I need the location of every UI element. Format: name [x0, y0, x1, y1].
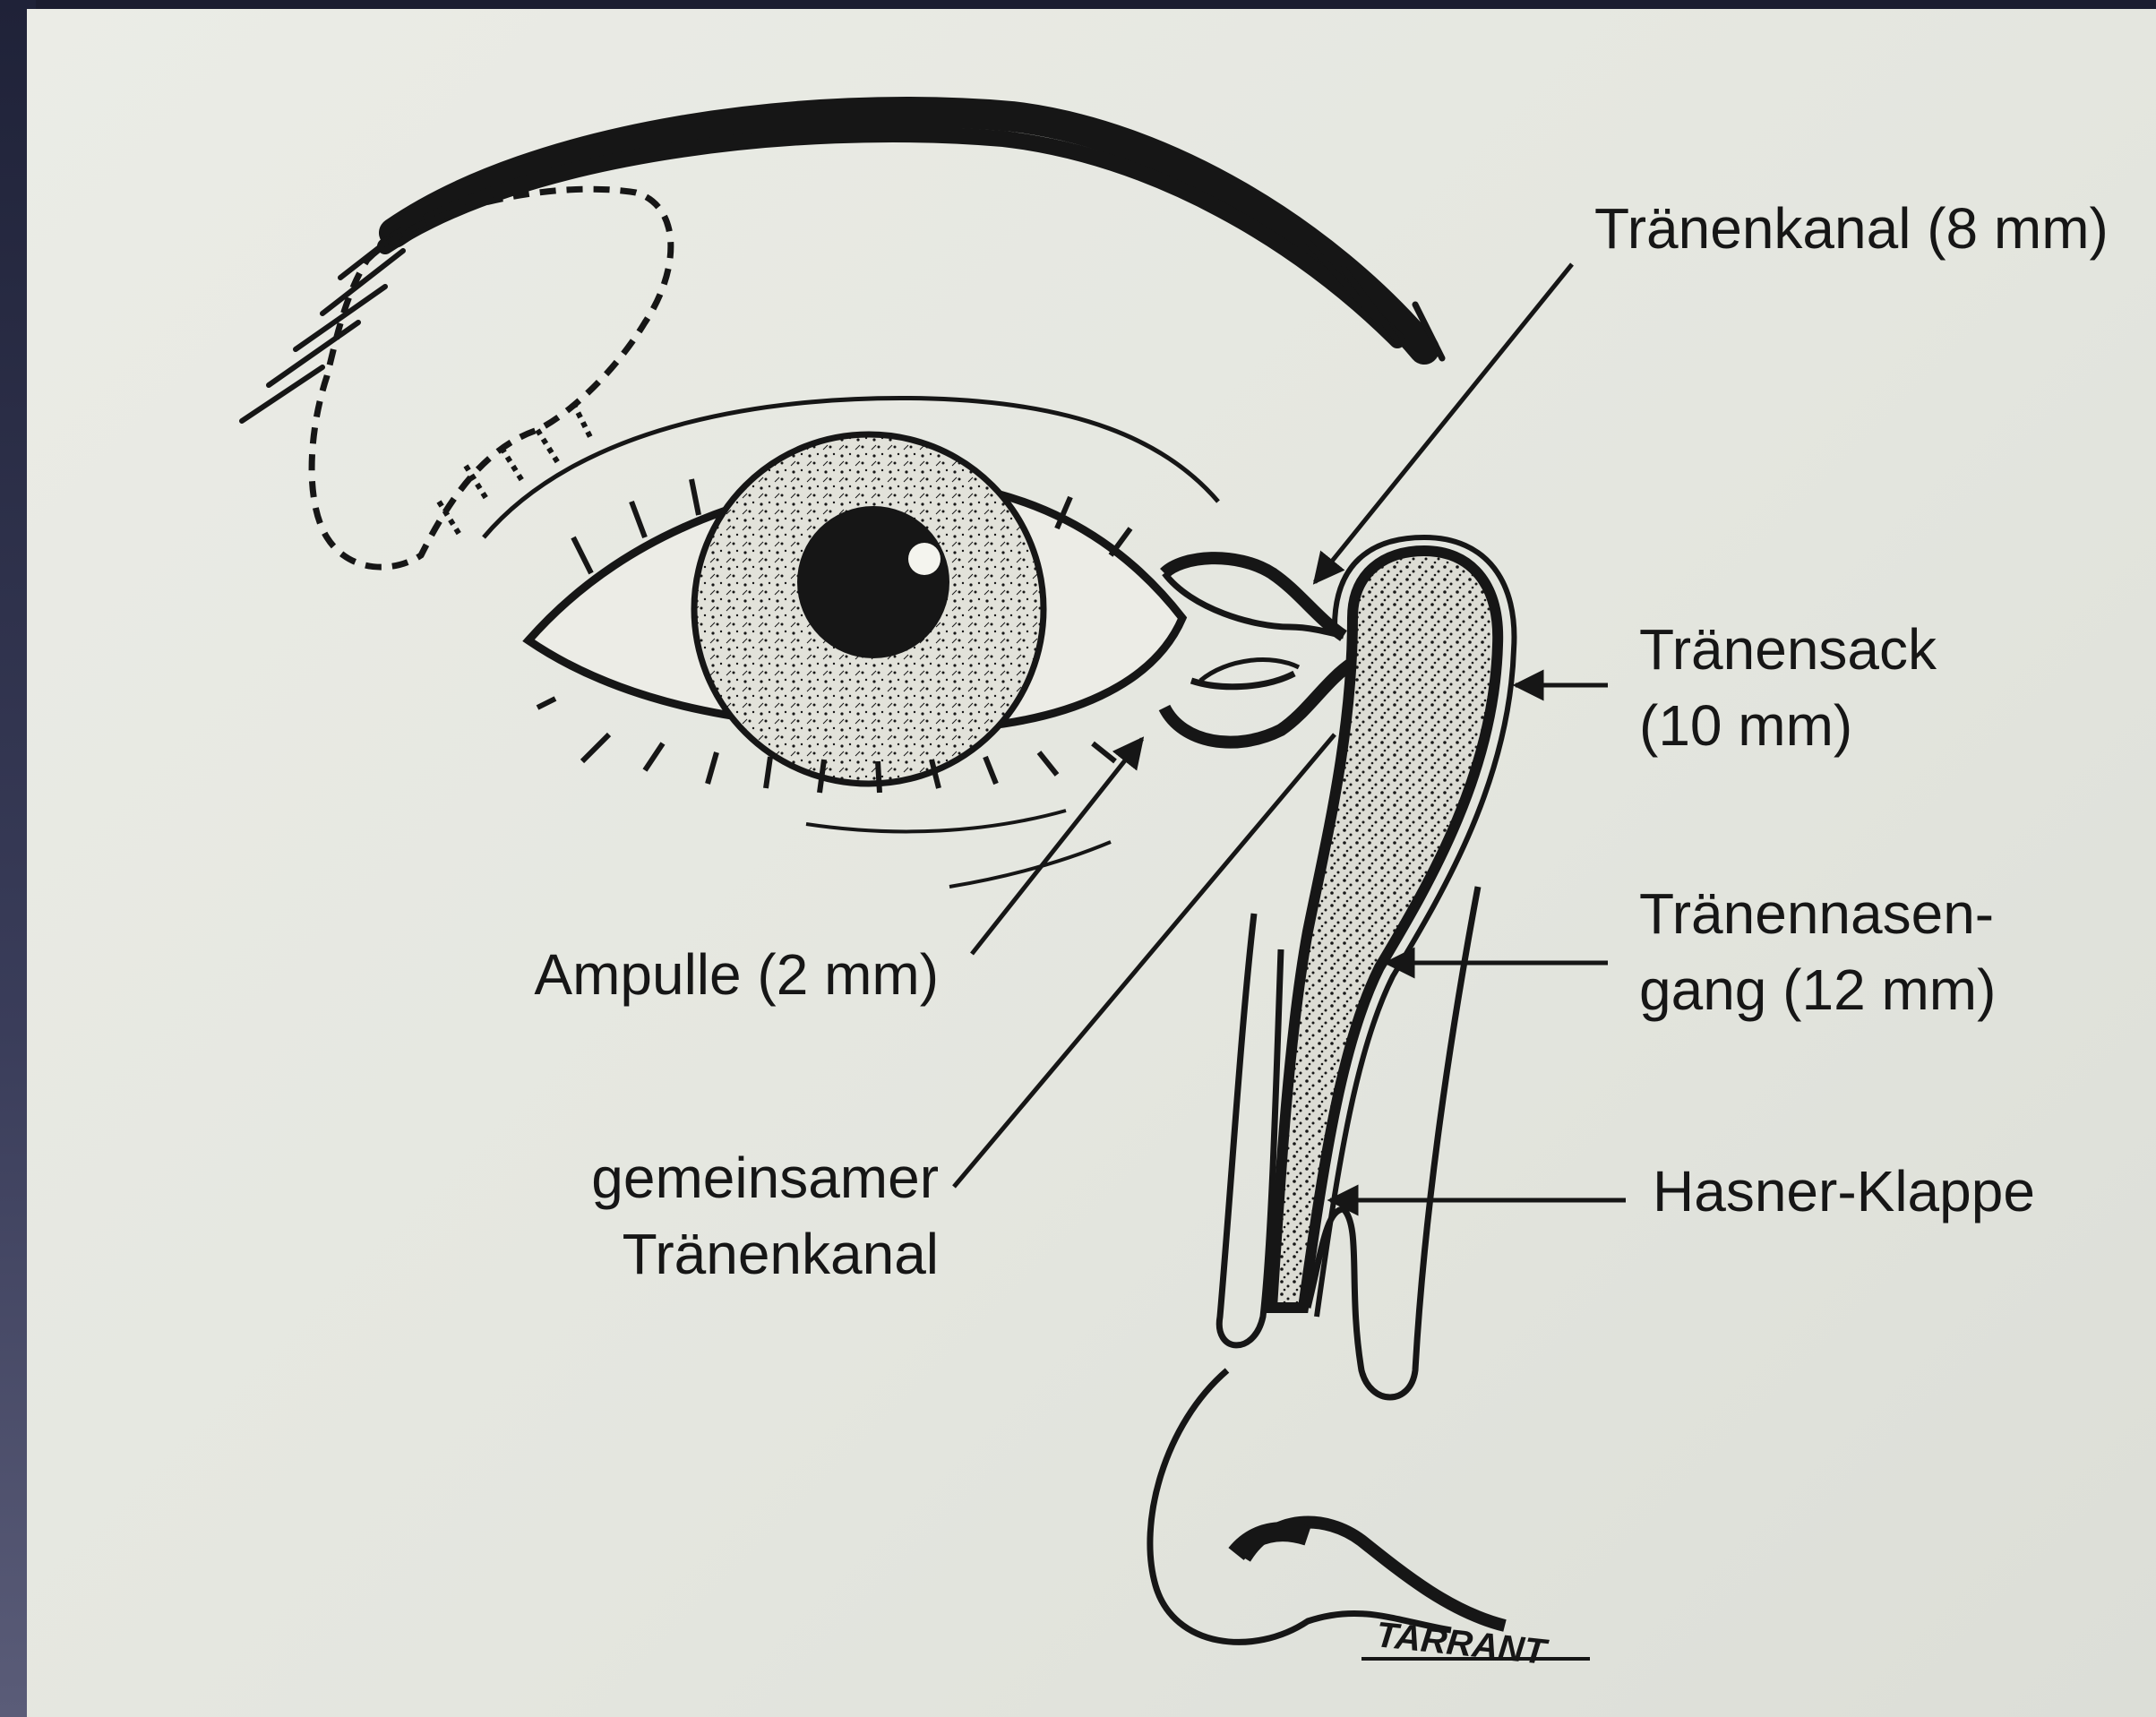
pupil	[797, 506, 949, 658]
label-sac-line1: Tränensack	[1639, 614, 1937, 685]
label-valve: Hasner-Klappe	[1653, 1155, 2035, 1227]
label-common-line1: gemeinsamer	[491, 1142, 939, 1214]
label-duct-line2: gang (12 mm)	[1639, 954, 1996, 1026]
leader-canaliculus	[1315, 264, 1572, 582]
eye-highlight	[908, 543, 941, 575]
artist-signature: TARRANT	[1361, 1615, 1590, 1672]
label-ampulla: Ampulle (2 mm)	[491, 939, 939, 1010]
eye	[528, 434, 1182, 784]
canaliculi	[1164, 558, 1353, 743]
lacrimal-gland	[312, 189, 671, 567]
label-sac-line2: (10 mm)	[1639, 690, 1852, 761]
svg-text:TARRANT: TARRANT	[1374, 1615, 1550, 1672]
eyebrow	[242, 112, 1442, 421]
label-common-line2: Tränenkanal	[491, 1218, 939, 1290]
label-duct-line1: Tränennasen-	[1639, 878, 1994, 949]
label-canaliculus: Tränenkanal (8 mm)	[1594, 193, 2109, 264]
